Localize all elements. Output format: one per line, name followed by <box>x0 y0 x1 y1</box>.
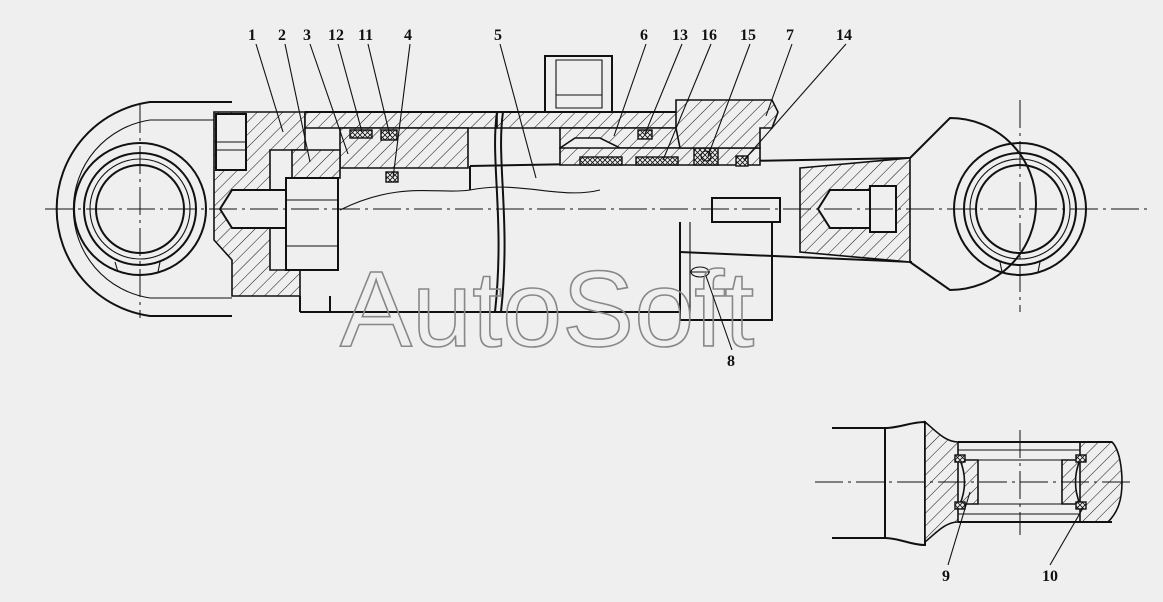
callout-9: 9 <box>942 568 950 585</box>
watermark: AutoSoft <box>340 248 754 369</box>
callout-labels: 1 2 3 12 11 4 5 6 13 16 15 7 14 8 9 10 <box>248 27 1058 585</box>
callout-12: 12 <box>328 27 344 44</box>
leader-lines <box>255 43 1084 566</box>
callout-8: 8 <box>727 353 735 370</box>
part-8-marker <box>690 266 710 278</box>
callout-13: 13 <box>672 27 688 44</box>
callout-14: 14 <box>836 27 852 44</box>
detail-view <box>815 420 1135 547</box>
callout-2: 2 <box>278 27 286 44</box>
callout-11: 11 <box>358 27 373 44</box>
callout-7: 7 <box>786 27 794 44</box>
callout-16: 16 <box>701 27 717 44</box>
right-eye-mount <box>909 116 1087 292</box>
callout-10: 10 <box>1042 568 1058 585</box>
callout-3: 3 <box>303 27 311 44</box>
callout-5: 5 <box>494 27 502 44</box>
callout-15: 15 <box>740 27 756 44</box>
callout-1: 1 <box>248 27 256 44</box>
callout-4: 4 <box>404 27 412 44</box>
callout-6: 6 <box>640 27 648 44</box>
